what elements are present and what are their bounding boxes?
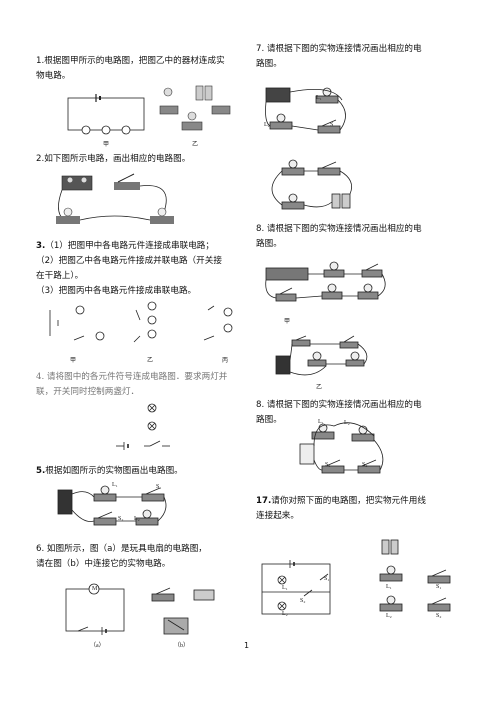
q17-comp-s2: S₂ [436, 613, 442, 619]
q17-schem-l2: L₂ [282, 611, 288, 617]
q5-label-l1: L₁ [112, 482, 118, 488]
q17-schem-s1: S₁ [324, 576, 330, 582]
q7-real-circuit-1 [265, 87, 346, 134]
q8b-label-s2: S₂ [362, 462, 368, 468]
q7-label-l2: L₂ [264, 122, 270, 128]
q8a-real-circuit-1 [265, 261, 386, 302]
q17-comp-s1: S₁ [436, 584, 442, 590]
q1-components [159, 85, 231, 131]
q3-figures [49, 301, 233, 343]
q17-comp-l1: L₁ [386, 584, 392, 590]
q5-label-s2: S₂ [118, 516, 124, 522]
q3-fig-c-label: 丙 [222, 358, 229, 364]
q1-fig-b-label: 乙 [192, 142, 199, 148]
q8b-real-circuit [299, 422, 384, 474]
q6-text: 6. 如图所示，图（a）是玩具电扇的电路图，请在图（b）中连接它的实物电路。 [36, 544, 207, 569]
q17-text: 17.请你对照下面的电路图，把实物元件用线 连接起来。 [256, 496, 426, 521]
q5-label-s1: S₁ [156, 484, 162, 490]
q3-fig-b-label: 乙 [147, 358, 154, 364]
q5-label-l2: L₂ [134, 516, 140, 522]
q17-schematic [261, 560, 331, 615]
q3-fig-a-label: 甲 [70, 358, 77, 364]
q17-components [379, 539, 451, 612]
q8b-text: 8. 请根据下图的实物连接情况画出相应的电路图。 [256, 400, 422, 425]
q1-text: 1.根据图甲所示的电路图，把图乙中的器材连成实物电路。 [36, 56, 225, 81]
q8a-real-circuit-2 [275, 335, 368, 376]
q17-schem-s2: S₂ [300, 598, 306, 604]
q5-real-circuit [57, 485, 167, 526]
q2-text: 2.如下图所示电路，画出相应的电路图。 [36, 154, 191, 164]
q6-fig-b-label: （b） [174, 643, 190, 649]
q17-schem-l1: L₁ [282, 585, 288, 591]
q7-label-s: S [330, 122, 334, 128]
q7-text: 7. 请根据下图的实物连接情况画出相应的电路图。 [256, 44, 422, 69]
q8b-label-l1: L₁ [318, 419, 324, 425]
q8a-text: 8. 请根据下图的实物连接情况画出相应的电路图。 [256, 224, 422, 249]
q8a-fig-b-label: 乙 [316, 385, 323, 391]
q4-text: 4. 请将图中的各元件符号连成电路图．要求两灯并联，开关同时控制两盏灯． [36, 372, 228, 397]
q1-schematic [67, 94, 145, 135]
q6-components [151, 587, 215, 635]
q8b-label-s1: S₁ [325, 462, 331, 468]
q7-label-l1: L₁ [316, 95, 322, 101]
q7-real-circuit-2 [271, 159, 353, 210]
q5-text: 5.根据如图所示的实物图画出电路图。 [36, 466, 183, 476]
q6-schematic [65, 583, 125, 635]
page-number: 1 [244, 641, 250, 650]
q1-fig-a-label: 甲 [103, 142, 110, 148]
q4-symbols [116, 403, 170, 450]
q3-text: 3.（1）把图甲中各电路元件连接成串联电路； （2）把图乙中各电路元件接成并联电… [36, 241, 222, 296]
q17-comp-l2: L₂ [386, 613, 392, 619]
q8b-label-l2: L₂ [344, 420, 350, 426]
q6-motor-label: M [92, 586, 98, 592]
q2-real-circuit [56, 173, 174, 224]
q8a-fig-a-label: 甲 [284, 319, 291, 325]
q6-fig-a-label: （a） [90, 643, 105, 649]
